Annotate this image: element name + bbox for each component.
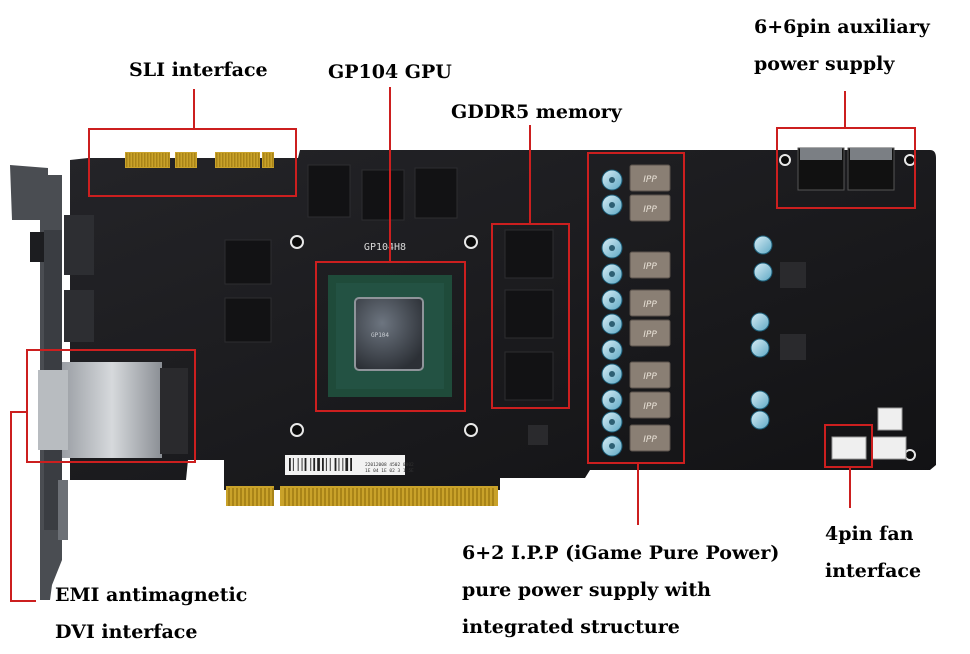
fan-label-line-1: 4pin fan — [825, 523, 914, 545]
ipp-label-line-1: 6+2 I.P.P (iGame Pure Power) — [462, 542, 780, 564]
small-ics — [528, 262, 806, 445]
sticker-line-1: 22012008 4502 0002 — [365, 462, 414, 468]
dvi-connector — [38, 362, 188, 458]
fan-highlight-box — [824, 424, 873, 468]
ipp-label: 6+2 I.P.P (iGame Pure Power) pure power … — [462, 544, 779, 637]
emi-dvi-label-line-1: EMI antimagnetic — [55, 584, 248, 606]
aux-power-label-line-2: power supply — [754, 53, 895, 75]
svg-text:IPP: IPP — [643, 372, 657, 382]
power-connectors — [797, 147, 895, 191]
vrm-capacitor — [601, 263, 623, 285]
fan-label: 4pin fan interface — [825, 525, 921, 581]
sli-highlight-box — [88, 128, 297, 197]
vrm-capacitor — [601, 389, 623, 411]
secondary-capacitor — [750, 390, 770, 410]
serial-sticker: 22012008 4502 0002 1E 04 1E 02 3 1'5E — [285, 455, 414, 475]
leader-lines — [10, 87, 851, 602]
emi-leader-line — [10, 411, 36, 602]
display-ports — [64, 215, 94, 342]
ipp-label-line-2: pure power supply with — [462, 579, 711, 601]
vrm-capacitor — [601, 289, 623, 311]
svg-text:IPP: IPP — [643, 175, 657, 185]
svg-text:IPP: IPP — [643, 300, 657, 310]
sticker-line-2: 1E 04 1E 02 3 1'5E — [365, 468, 414, 474]
aux-power-label-line-1: 6+6pin auxiliary — [754, 16, 930, 38]
secondary-capacitor — [750, 312, 770, 332]
ipp-choke: IPP — [629, 391, 671, 419]
vrm-capacitor — [601, 169, 623, 191]
vrm-capacitor — [601, 339, 623, 361]
vrm-capacitor — [601, 313, 623, 335]
svg-text:IPP: IPP — [643, 402, 657, 412]
highlight-boxes — [26, 127, 916, 468]
vrm-capacitor — [601, 194, 623, 216]
emi-dvi-label-line-2: DVI interface — [55, 621, 198, 643]
ipp-choke: IPP — [629, 251, 671, 279]
ipp-choke: IPP — [629, 164, 671, 192]
ipp-label-line-3: integrated structure — [462, 616, 680, 638]
gpu-package: GP104 — [328, 275, 452, 397]
sli-label: SLI interface — [129, 59, 268, 81]
svg-text:IPP: IPP — [643, 435, 657, 445]
vrm-capacitor — [601, 237, 623, 259]
svg-text:IPP: IPP — [643, 205, 657, 215]
vrm-capacitor — [601, 435, 623, 457]
secondary-capacitor — [753, 262, 773, 282]
fan-headers — [831, 407, 907, 460]
gpu-label: GP104 GPU — [328, 61, 452, 83]
memory-chips — [224, 164, 554, 401]
svg-text:IPP: IPP — [643, 330, 657, 340]
vrm-components: IPP IPP IPP IPP IPP IPP IPP IPP — [601, 164, 671, 457]
dvi-highlight-box — [26, 349, 196, 463]
pcb-board — [70, 150, 936, 490]
secondary-capacitor — [753, 235, 773, 255]
ipp-choke: IPP — [629, 424, 671, 452]
svg-text:IPP: IPP — [643, 262, 657, 272]
fan-label-line-2: interface — [825, 560, 922, 582]
vrm-capacitor — [601, 411, 623, 433]
secondary-capacitor — [750, 338, 770, 358]
chip-marking: GP104H8 — [364, 242, 406, 253]
svg-text:GP104: GP104 — [371, 332, 389, 339]
secondary-capacitors — [750, 235, 773, 430]
mounting-holes — [290, 154, 916, 461]
emi-dvi-label: EMI antimagnetic DVI interface — [55, 586, 247, 642]
pcie-connector — [226, 486, 498, 506]
ipp-highlight-box — [587, 152, 685, 464]
ipp-choke: IPP — [629, 319, 671, 347]
memory-label: GDDR5 memory — [451, 101, 622, 123]
ipp-choke: IPP — [629, 361, 671, 389]
secondary-capacitor — [750, 410, 770, 430]
aux-power-label: 6+6pin auxiliary power supply — [754, 18, 930, 74]
sli-connector — [125, 152, 274, 168]
vrm-capacitor — [601, 363, 623, 385]
ipp-choke: IPP — [629, 194, 671, 222]
ipp-choke: IPP — [629, 289, 671, 317]
